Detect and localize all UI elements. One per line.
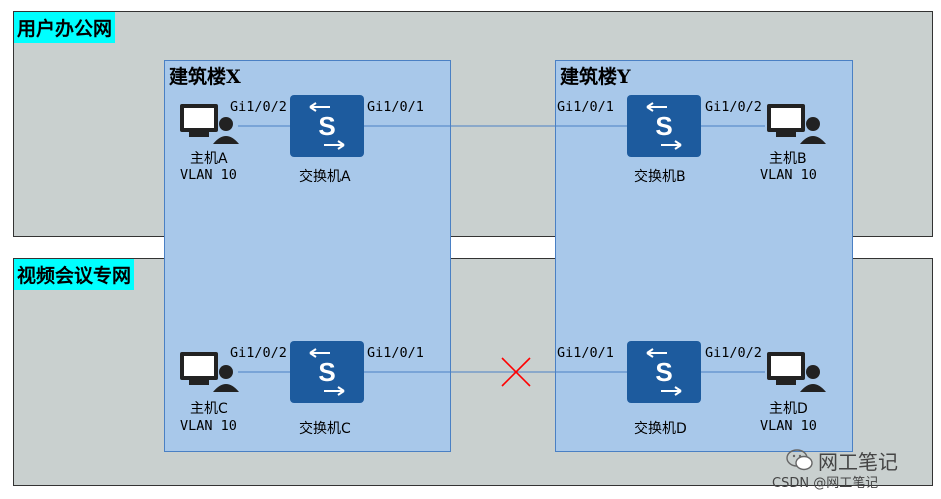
building-x-label: 建筑楼X	[169, 66, 241, 88]
port-b-left: Gi1/0/1	[557, 99, 614, 115]
svg-text:S: S	[655, 357, 672, 387]
port-d-right: Gi1/0/2	[705, 345, 762, 361]
switch-icon: S	[646, 348, 682, 396]
host-b-label: 主机B	[769, 151, 807, 167]
svg-text:S: S	[318, 357, 335, 387]
switch-icon: S	[646, 102, 682, 150]
switch-icon: S	[309, 348, 345, 396]
zone-video-label: 视频会议专网	[14, 259, 135, 290]
switch-d-label: 交换机D	[634, 421, 687, 437]
svg-text:S: S	[318, 111, 335, 141]
wechat-icon	[786, 449, 813, 471]
host-a-vlan: VLAN 10	[180, 167, 237, 183]
svg-text:S: S	[655, 111, 672, 141]
switch-b[interactable]: S	[627, 95, 701, 157]
computer-user-icon	[180, 352, 239, 392]
host-d-vlan: VLAN 10	[760, 418, 817, 434]
port-a-left: Gi1/0/2	[230, 99, 287, 115]
zone-office-label: 用户办公网	[14, 12, 116, 43]
switch-b-label: 交换机B	[634, 169, 686, 185]
host-c-label: 主机C	[190, 401, 228, 417]
switch-c-label: 交换机C	[299, 421, 351, 437]
computer-user-icon	[180, 104, 239, 144]
computer-user-icon	[767, 352, 826, 392]
host-c[interactable]	[179, 350, 241, 394]
switch-a-label: 交换机A	[299, 169, 351, 185]
x-mark-icon	[501, 357, 531, 387]
computer-user-icon	[767, 104, 826, 144]
port-c-right: Gi1/0/1	[367, 345, 424, 361]
switch-a[interactable]: S	[290, 95, 364, 157]
building-y-label: 建筑楼Y	[560, 66, 631, 88]
host-a-label: 主机A	[190, 151, 228, 167]
host-c-vlan: VLAN 10	[180, 418, 237, 434]
host-b-vlan: VLAN 10	[760, 167, 817, 183]
host-a[interactable]	[179, 102, 241, 146]
host-d[interactable]	[766, 350, 828, 394]
switch-c[interactable]: S	[290, 341, 364, 403]
port-b-right: Gi1/0/2	[705, 99, 762, 115]
host-d-label: 主机D	[769, 401, 808, 417]
switch-d[interactable]: S	[627, 341, 701, 403]
watermark-brand: 网工笔记	[818, 450, 898, 474]
port-a-right: Gi1/0/1	[367, 99, 424, 115]
port-c-left: Gi1/0/2	[230, 345, 287, 361]
watermark-csdn: CSDN @网工笔记	[772, 476, 879, 491]
host-b[interactable]	[766, 102, 828, 146]
switch-icon: S	[309, 102, 345, 150]
port-d-left: Gi1/0/1	[557, 345, 614, 361]
